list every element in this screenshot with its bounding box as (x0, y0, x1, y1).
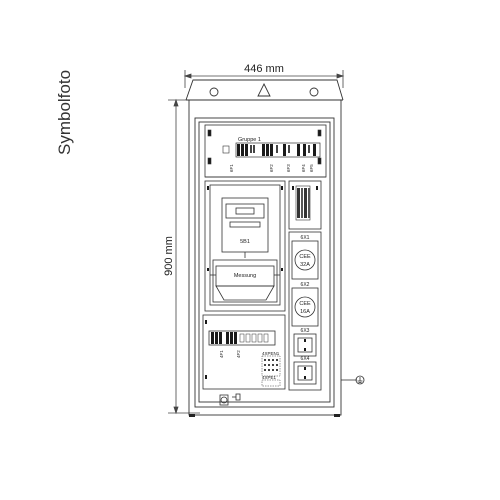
terminal-top-label: 4XPEN1 (262, 351, 280, 356)
terminal-bottom-label: 4XPE1 (262, 375, 277, 380)
caption-symbolfoto: Symbolfoto (55, 70, 74, 155)
top-left-components (207, 129, 322, 165)
socket1-text: CEE (299, 254, 311, 260)
socket2-amps: 16A (300, 309, 310, 315)
meter-side-dots (207, 186, 283, 271)
socket2-text: CEE (299, 301, 311, 307)
ground-symbol-icon (341, 375, 365, 385)
socket1-amps: 32A (300, 262, 310, 268)
label-6f5: 6F5 (309, 164, 314, 172)
height-dimension (168, 98, 200, 415)
cable-glands (219, 393, 241, 406)
height-label: 900 mm (163, 236, 175, 276)
socket1-id: 6X1 (301, 235, 310, 241)
label-6f1: 6F1 (229, 164, 234, 172)
label-6f2: 6F2 (269, 164, 274, 172)
width-dimension (183, 70, 345, 88)
meter-section (204, 180, 286, 312)
lower-breakers (205, 320, 269, 379)
label-6f3: 6F3 (286, 164, 291, 172)
metering-label: Messung (234, 273, 256, 279)
cabinet-body (188, 99, 342, 416)
meter-label: 5B1 (240, 239, 250, 245)
socket-column (288, 231, 322, 391)
terminal-strip (288, 180, 322, 230)
label-4f2: 4F2 (236, 350, 241, 358)
lower-terminal-block (261, 355, 281, 387)
label-4f1: 4F1 (219, 350, 224, 358)
lower-din-section (202, 314, 286, 390)
group-label: Gruppe 1 (238, 137, 261, 143)
socket-pins (304, 339, 306, 379)
label-6f4: 6F4 (301, 164, 306, 172)
breaker-row (235, 142, 321, 158)
socket3-id: 6X3 (301, 328, 310, 334)
width-label: 446 mm (244, 63, 284, 75)
socket2-id: 6X2 (301, 282, 310, 288)
cabinet-feet (189, 414, 340, 417)
top-din-section (204, 124, 327, 178)
socket4-id: 6X4 (301, 356, 310, 362)
cabinet-roof (185, 79, 344, 101)
